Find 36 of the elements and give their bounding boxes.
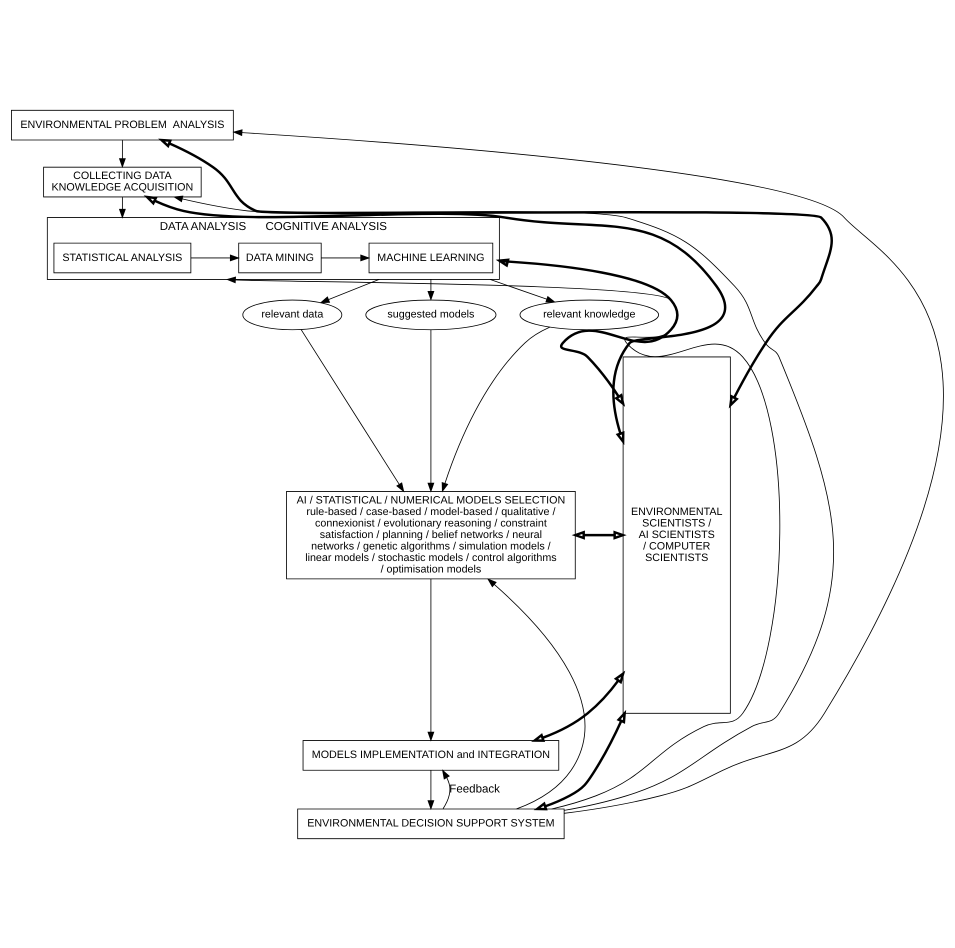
node-box: DATA MINING — [238, 242, 322, 273]
node-box: COLLECTING DATA KNOWLEDGE ACQUISITION — [43, 166, 202, 197]
node-box: AI / STATISTICAL / NUMERICAL MODELS SELECTION rule-based / case-based / model-based / qualitative / connexionist / evolutionary reasoning / constraint satisfaction / planning / belief networks / neural networks / genetic algorithms / simulation models / linear models / stochastic models / control algorithms / optimisation models — [286, 490, 576, 579]
arrow — [572, 530, 627, 540]
arrow — [226, 276, 780, 809]
node-ellipse: relevant data — [242, 299, 342, 330]
node-box: ENVIRONMENTAL SCIENTISTS / AI SCIENTISTS / COMPUTER SCIENTISTS — [622, 356, 731, 714]
arrow — [496, 258, 679, 406]
node-box: ENVIRONMENTAL PROBLEM ANALYSIS — [11, 109, 234, 140]
arrow — [427, 769, 434, 810]
arrow — [158, 138, 833, 408]
arrow — [190, 254, 240, 261]
arrow — [534, 709, 626, 810]
arrow — [118, 196, 126, 218]
arrow — [144, 194, 726, 445]
node-ellipse: suggested models — [365, 299, 496, 330]
arrow — [320, 254, 370, 261]
node-box: ENVIRONMENTAL DECISION SUPPORT SYSTEM — [297, 808, 565, 839]
arrow — [320, 278, 380, 303]
arrow — [531, 670, 626, 742]
arrow — [427, 578, 434, 742]
node-box: MACHINE LEARNING — [368, 242, 494, 273]
node-box: MODELS IMPLEMENTATION and INTEGRATION — [302, 740, 560, 770]
arrow — [232, 128, 944, 814]
arrow — [118, 139, 126, 168]
arrow — [172, 195, 834, 810]
node-ellipse: relevant knowledge — [520, 299, 660, 330]
edge-label: Feedback — [449, 783, 500, 796]
arrow — [427, 278, 434, 300]
arrow — [427, 329, 434, 492]
node-box: STATISTICAL ANALYSIS — [54, 242, 192, 273]
arrow — [487, 578, 586, 809]
arrow — [490, 278, 556, 302]
arrow — [442, 326, 550, 492]
arrow — [300, 328, 404, 492]
arrow — [442, 768, 450, 809]
